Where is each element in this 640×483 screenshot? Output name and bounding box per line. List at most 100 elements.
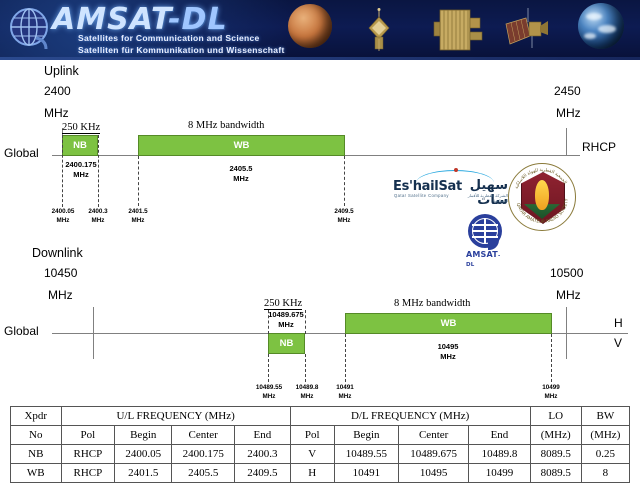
downlink-wb-block-label: WB [440, 318, 457, 329]
downlink-nb-center-value: 10489.675 [268, 310, 304, 319]
downlink-v-label: V [614, 336, 623, 350]
row-0-dl-pol: V [289, 444, 335, 464]
satellite-3-icon [502, 8, 550, 52]
downlink-wb-begin-label: 10491 MHz [328, 384, 362, 401]
downlink-wb-begin-unit: MHz [338, 392, 352, 400]
downlink-end-freq: 10500 [550, 266, 584, 280]
amsat-dl-logo-main: AMSAT [466, 250, 498, 259]
table-header-row-2: No Pol Begin Center End Pol Begin Center… [10, 425, 631, 445]
uplink-nb-end-label: 2400.3 MHz [81, 208, 115, 225]
uplink-nb-begin-unit: MHz [56, 216, 70, 224]
header-bw: BW [580, 406, 631, 426]
downlink-start-tick [93, 307, 95, 359]
uplink-wb-end-dash [344, 156, 345, 206]
amsat-dl-logo-text: AMSAT-DL [466, 250, 506, 268]
eshailsat-name-en: Es'hailSat [393, 179, 462, 194]
downlink-end-unit: MHz [556, 288, 581, 302]
downlink-wb-end-unit: MHz [544, 392, 558, 400]
svg-text:الجمعية القطرية للهواة اللاسلك: الجمعية القطرية للهواة اللاسلكية [514, 168, 567, 190]
downlink-h-label: H [614, 316, 623, 330]
row-1-lo: 8089.5 [529, 463, 582, 483]
uplink-wb-block-label: WB [233, 140, 250, 151]
downlink-nb-block-label: NB [279, 338, 294, 349]
downlink-global-label: Global [4, 324, 39, 338]
downlink-start-unit: MHz [48, 288, 73, 302]
downlink-nb-center-label: 10489.675 MHz [258, 310, 314, 330]
uplink-nb-begin-value: 2400.05 [51, 208, 75, 215]
satellite-2-icon [432, 6, 488, 54]
downlink-title: Downlink [32, 246, 83, 260]
downlink-nb-begin-unit: MHz [262, 392, 276, 400]
uplink-wb-center-label: 2405.5 MHz [216, 164, 266, 184]
uplink-wb-begin-unit: MHz [131, 216, 145, 224]
row-0-dl-end: 10489.8 [468, 444, 531, 464]
downlink-wb-begin-dash [345, 334, 346, 382]
uplink-nb-begin-dash [62, 135, 63, 207]
svg-text:QATAR AMATEUR RADIO SOCIETY: QATAR AMATEUR RADIO SOCIETY [515, 198, 570, 225]
header-ul-pol: Pol [60, 425, 116, 445]
row-0-ul-end: 2400.3 [234, 444, 291, 464]
header-dl-pol: Pol [289, 425, 335, 445]
downlink-wb-block: WB [345, 313, 552, 334]
uplink-global-label: Global [4, 146, 39, 160]
header-dl-end: End [468, 425, 531, 445]
row-0-ul-begin: 2400.05 [114, 444, 173, 464]
table-header-row-1: Xpdr U/L FREQUENCY (MHz) D/L FREQUENCY (… [10, 406, 631, 426]
downlink-nb-bandwidth-label: 250 KHz [264, 298, 303, 310]
uplink-start-freq: 2400 [44, 84, 71, 98]
uplink-wb-bandwidth-label: 8 MHz bandwidth [188, 120, 265, 131]
uplink-rhcp-label: RHCP [582, 140, 617, 154]
uplink-end-unit: MHz [556, 106, 581, 120]
uplink-nb-end-unit: MHz [91, 216, 105, 224]
header-ul-center: Center [171, 425, 236, 445]
downlink-wb-center-value: 10495 [437, 342, 459, 351]
uplink-nb-center-value: 2400.175 [65, 160, 97, 169]
downlink-wb-center-label: 10495 MHz [423, 342, 473, 362]
row-0-no: NB [10, 444, 62, 464]
downlink-wb-end-value: 10499 [542, 384, 560, 391]
downlink-wb-begin-value: 10491 [336, 384, 354, 391]
downlink-nb-end-dash [305, 354, 306, 382]
downlink-nb-begin-value: 10489.55 [255, 384, 283, 391]
eshailsat-subtitle-ar: الشركة القطرية للأقمار الصناعية [467, 193, 508, 203]
downlink-nb-begin-dash [268, 354, 269, 382]
uplink-wb-center-unit: MHz [233, 174, 249, 184]
uplink-nb-block: NB [62, 135, 98, 156]
header-ul-end: End [234, 425, 291, 445]
downlink-wb-end-label: 10499 MHz [534, 384, 568, 401]
table-row: NB RHCP 2400.05 2400.175 2400.3 V 10489.… [10, 444, 631, 464]
downlink-nb-block: NB [268, 333, 305, 354]
row-0-bw: 0.25 [580, 444, 631, 464]
header-bw-unit: (MHz) [580, 425, 631, 445]
header-dl-frequency: D/L FREQUENCY (MHz) [289, 406, 531, 426]
uplink-wb-end-unit: MHz [337, 216, 351, 224]
row-0-ul-center: 2400.175 [171, 444, 236, 464]
row-0-ul-pol: RHCP [60, 444, 116, 464]
amsat-dl-logo-suffix: -DL [466, 253, 501, 268]
header-dl-begin: Begin [333, 425, 400, 445]
downlink-end-tick [566, 307, 568, 359]
uplink-wb-end-value: 2409.5 [334, 208, 354, 215]
downlink-nb-end-value: 10489.8 [295, 384, 319, 391]
downlink-nb-center-unit: MHz [278, 320, 294, 330]
banner-subtitle-de: Satelliten für Kommunikation und Wissens… [78, 45, 285, 55]
uplink-nb-end-value: 2400.3 [88, 208, 108, 215]
downlink-wb-end-dash [551, 334, 552, 382]
downlink-nb-end-unit: MHz [300, 392, 314, 400]
uplink-start-unit: MHz [44, 106, 69, 120]
downlink-nb-end-dash-top [305, 310, 306, 334]
uplink-wb-begin-label: 2401.5 MHz [121, 208, 155, 225]
brand-title: AMSAT-DL [52, 2, 228, 37]
row-0-lo: 8089.5 [529, 444, 582, 464]
qars-emblem-icon: الجمعية القطرية للهواة اللاسلكية QATAR A… [508, 163, 576, 231]
eshailsat-name-ar: سهيل سات [469, 178, 508, 208]
downlink-axis [52, 333, 628, 335]
uplink-nb-center-unit: MHz [73, 170, 89, 180]
brand-title-main: AMSAT [52, 2, 169, 37]
row-0-dl-begin: 10489.55 [333, 444, 400, 464]
uplink-wb-begin-value: 2401.5 [128, 208, 148, 215]
downlink-nb-begin-label: 10489.55 MHz [248, 384, 290, 401]
uplink-nb-end-dash [98, 135, 99, 207]
uplink-nb-begin-label: 2400.05 MHz [44, 208, 82, 225]
header-banner: AMSAT-DL Satellites for Communication an… [0, 0, 640, 60]
